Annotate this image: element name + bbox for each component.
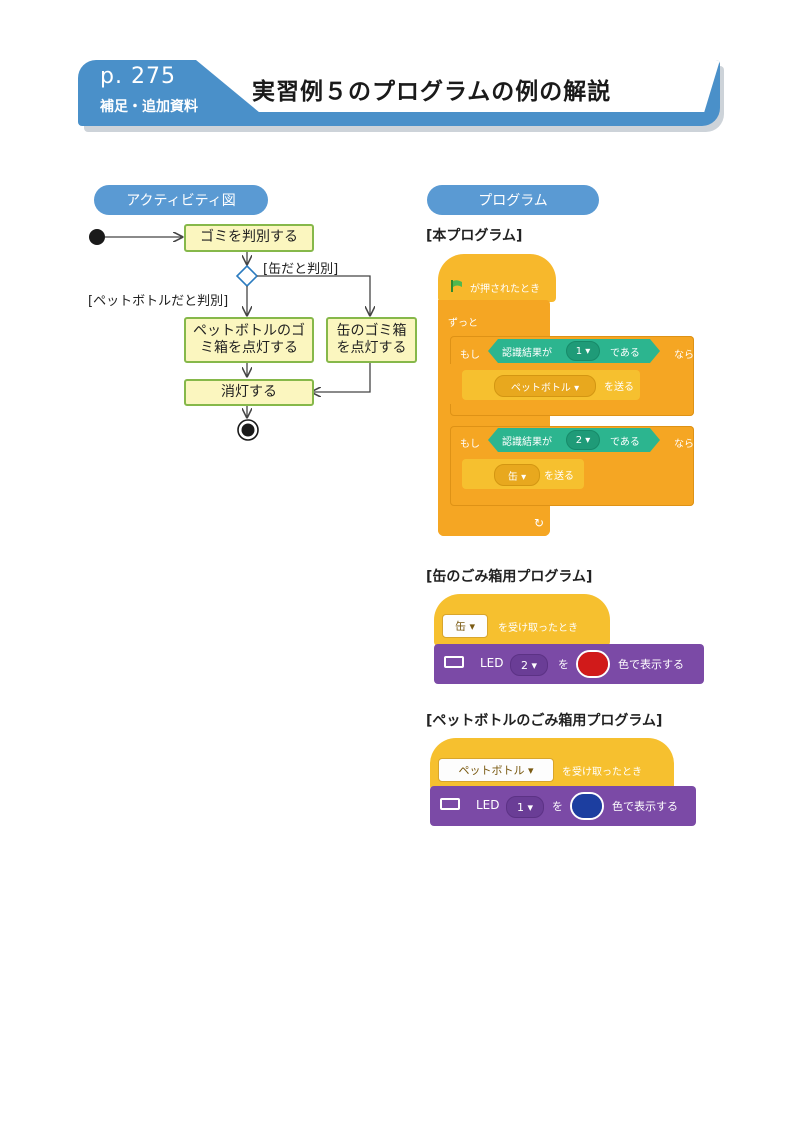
loop-arrow-icon: ↻: [534, 516, 545, 530]
guard-bottle: [ペットボトルだと判別]: [88, 294, 229, 309]
if1-condition[interactable]: 認識結果が 1 ▾ である: [488, 339, 660, 363]
if1-cond-label: 認識結果が: [502, 347, 552, 359]
page-subtitle: 補足・追加資料: [100, 99, 198, 115]
program-pill: プログラム: [427, 185, 599, 215]
can-program-label: [缶のごみ箱用プログラム]: [426, 569, 593, 585]
if1-if: もし: [460, 350, 480, 361]
can-led-label: LED: [480, 656, 504, 670]
if2-is: である: [610, 436, 640, 448]
if1-value-dropdown[interactable]: 1 ▾: [566, 341, 600, 361]
if2-cond-label: 認識結果が: [502, 436, 552, 448]
activity-pill: アクティビティ図: [94, 185, 268, 215]
action-off: 消灯する: [184, 379, 314, 406]
guard-can: [缶だと判別]: [263, 262, 339, 277]
led-device-icon: [444, 656, 464, 668]
if1-send: を送る: [604, 382, 634, 393]
blue-color-fill: [572, 794, 602, 818]
main-program-label: [本プログラム]: [426, 228, 523, 244]
can-led-block[interactable]: [434, 644, 704, 684]
if2-if: もし: [460, 439, 480, 450]
bottle-wo: を: [552, 800, 563, 813]
can-recv-label: を受け取ったとき: [498, 623, 578, 634]
can-led-num-dropdown[interactable]: 2 ▾: [510, 654, 548, 676]
led-device-icon: [440, 798, 460, 810]
if1-then: なら: [674, 350, 694, 361]
page-title: 実習例５のプログラムの例の解説: [252, 79, 612, 105]
decision-diamond: [235, 264, 259, 288]
action-judge: ゴミを判別する: [184, 224, 314, 252]
title-panel: [196, 60, 720, 112]
start-node: [89, 229, 105, 245]
main-program-script: が押されたとき ずっと ↻ もし 認識結果が 1 ▾ である なら ペットボトル…: [438, 254, 696, 538]
if1-is: である: [610, 347, 640, 359]
bottle-led-block[interactable]: [430, 786, 696, 826]
can-program-script: 缶 ▾ を受け取ったとき LED 2 ▾ を 色で表示する: [434, 594, 706, 690]
action-can-light-line1: 缶のゴミ箱: [336, 322, 407, 339]
if2-send: を送る: [544, 471, 574, 482]
hat-label: が押されたとき: [470, 284, 540, 295]
red-color-fill: [578, 652, 608, 676]
action-can-light-line2: を点灯する: [336, 340, 407, 356]
if2-value-dropdown[interactable]: 2 ▾: [566, 430, 600, 450]
if2-condition[interactable]: 認識結果が 2 ▾ である: [488, 428, 660, 452]
if2-then: なら: [674, 439, 694, 450]
action-bottle-light-line2: ミ箱を点灯する: [200, 340, 298, 356]
forever-label: ずっと: [448, 318, 478, 329]
bottle-msg-dropdown[interactable]: ペットボトル ▾: [438, 758, 554, 782]
if1-spine: [450, 364, 464, 404]
bottle-recv-label: を受け取ったとき: [562, 767, 642, 778]
bottle-led-label: LED: [476, 798, 500, 812]
bottle-led-num-dropdown[interactable]: 1 ▾: [506, 796, 544, 818]
action-can-light: 缶のゴミ箱 を点灯する: [326, 317, 417, 363]
if1-msg-dropdown[interactable]: ペットボトル ▾: [494, 375, 596, 397]
if2-msg-dropdown[interactable]: 缶 ▾: [494, 464, 540, 486]
green-flag-icon: [450, 278, 464, 297]
action-bottle-light: ペットボトルのゴ ミ箱を点灯する: [184, 317, 314, 363]
bottle-program-script: ペットボトル ▾ を受け取ったとき LED 1 ▾ を 色で表示する: [430, 738, 700, 830]
hat-block[interactable]: [438, 254, 556, 302]
page-number: p. 275: [100, 64, 176, 89]
bottle-color-swatch[interactable]: [570, 792, 604, 820]
can-wo: を: [558, 658, 569, 671]
can-show-label: 色で表示する: [618, 658, 684, 671]
action-bottle-light-line1: ペットボトルのゴ: [193, 322, 305, 339]
forever-bottom: [438, 508, 550, 536]
can-msg-dropdown[interactable]: 缶 ▾: [442, 614, 488, 638]
bottle-program-label: [ペットボトルのごみ箱用プログラム]: [426, 713, 663, 729]
can-color-swatch[interactable]: [576, 650, 610, 678]
bottle-show-label: 色で表示する: [612, 800, 678, 813]
